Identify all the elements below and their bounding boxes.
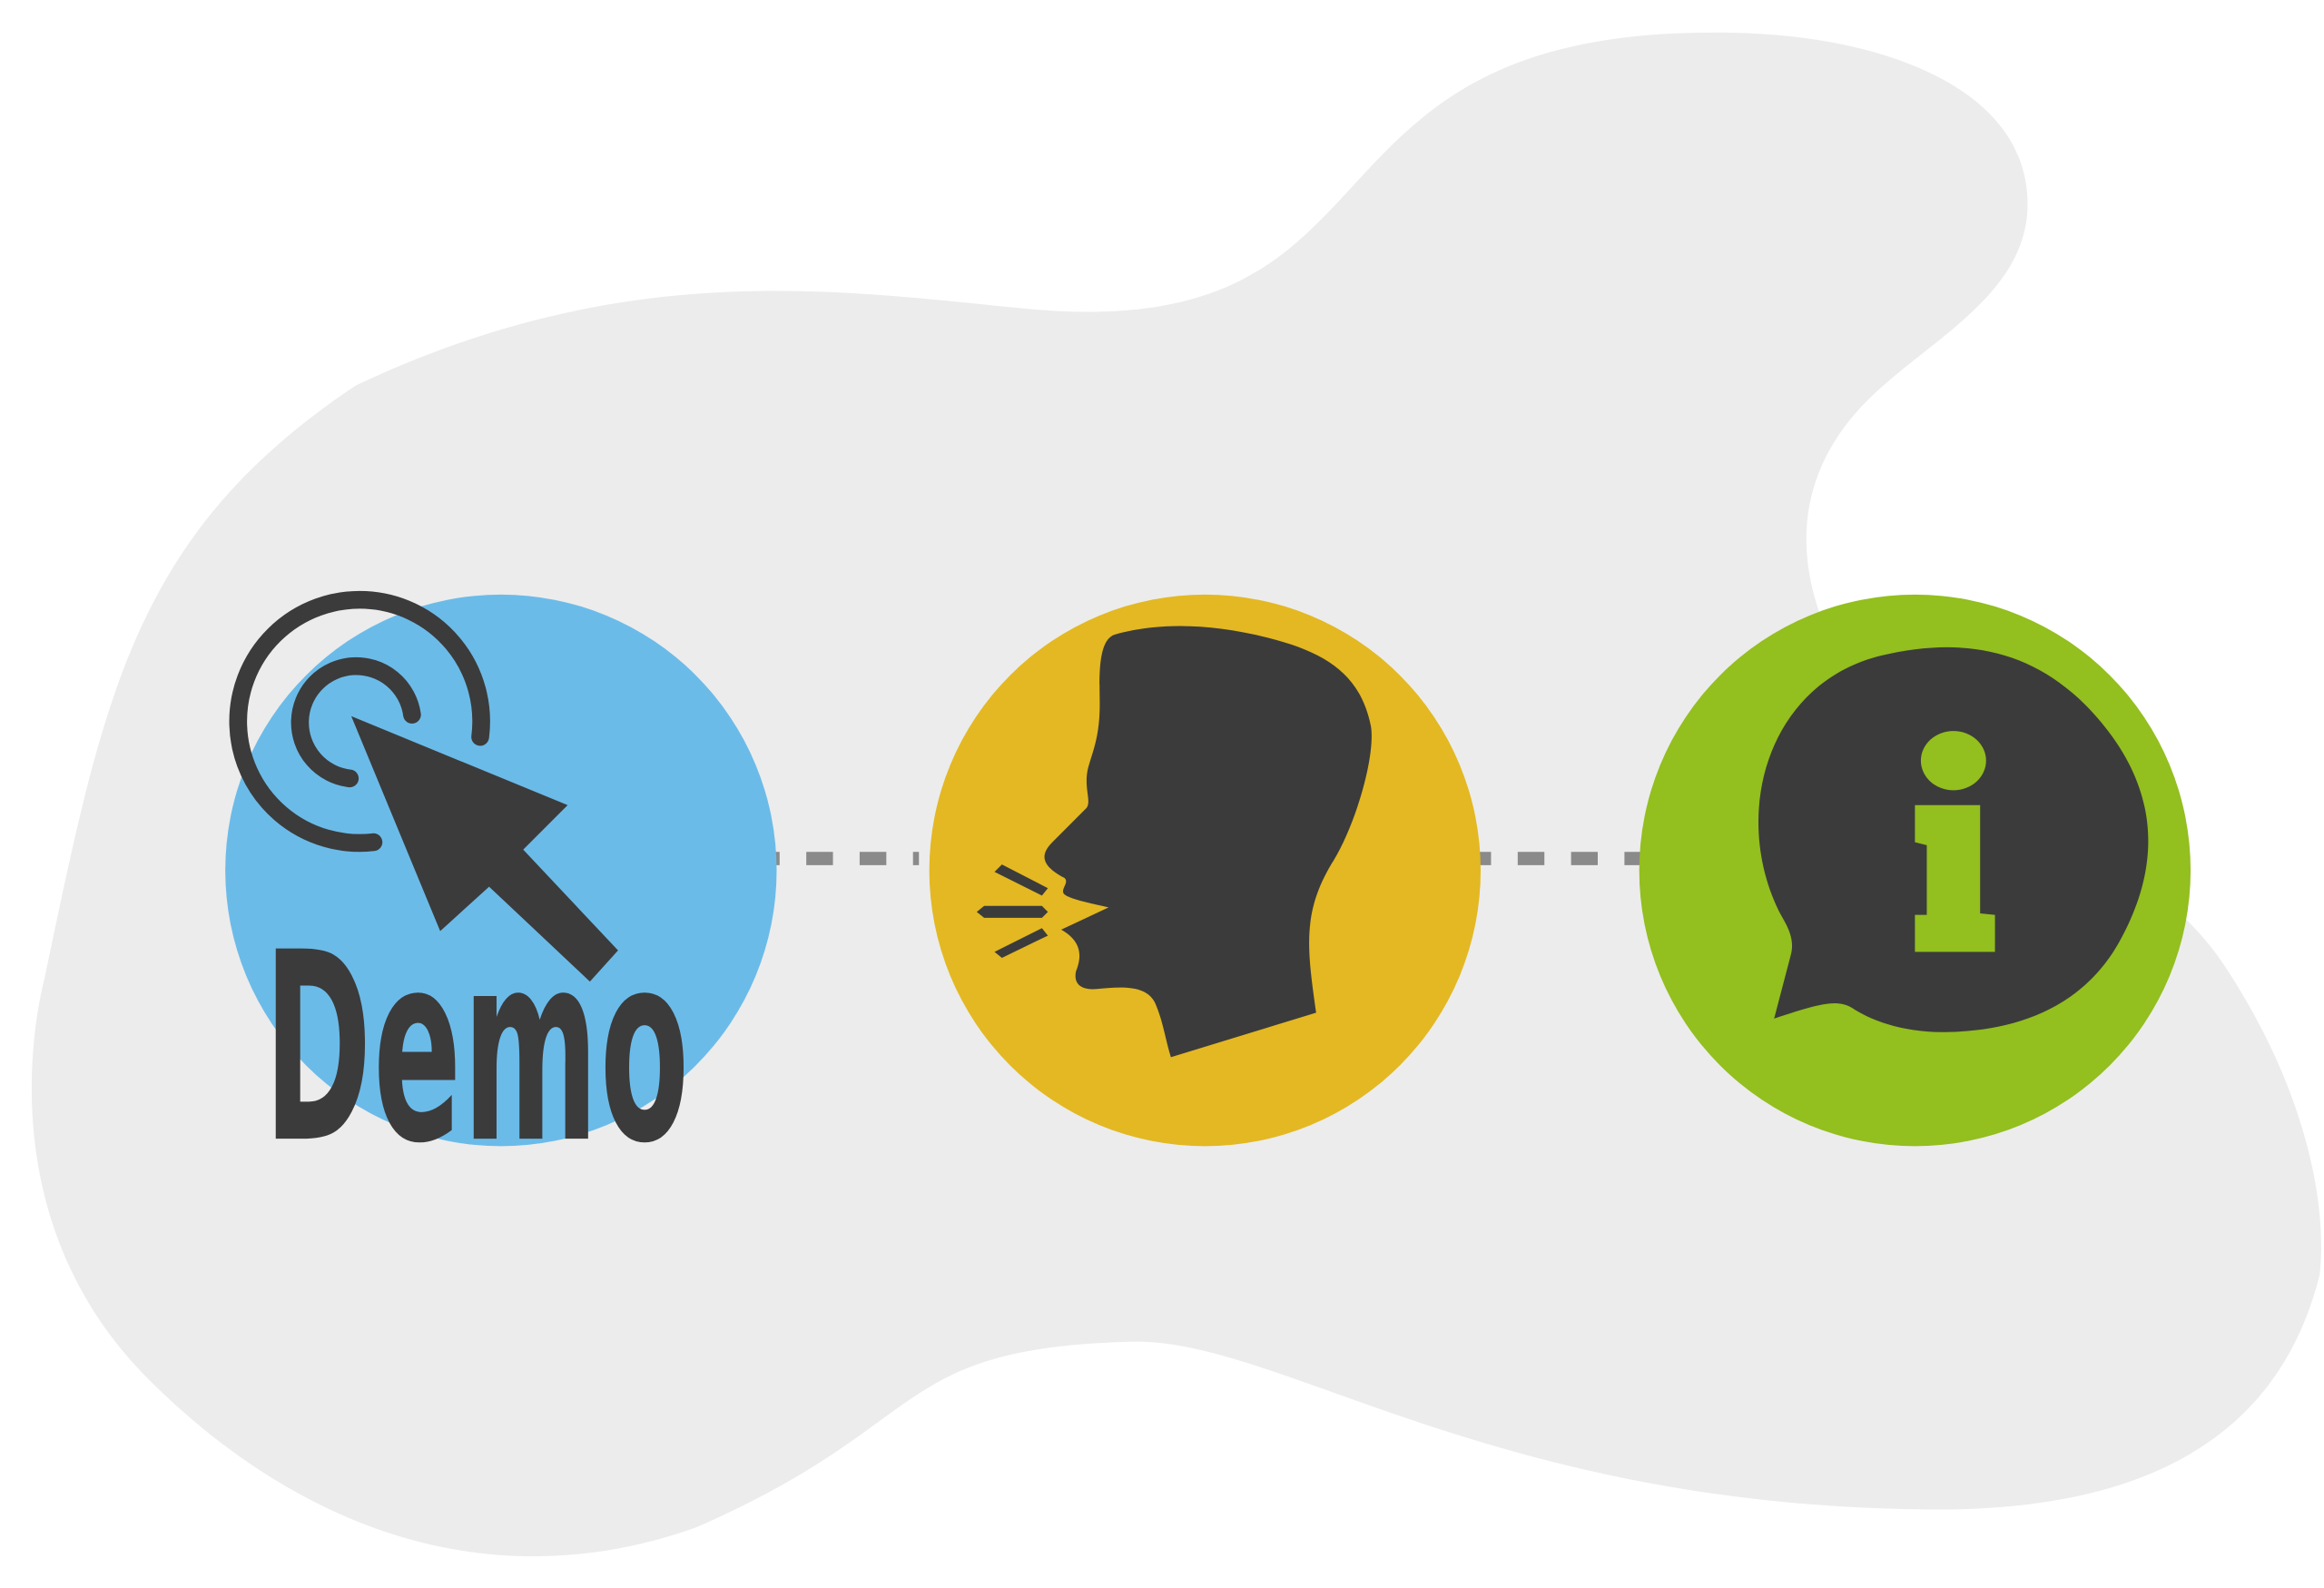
cursor-arrow-icon bbox=[350, 715, 618, 982]
speaking-head-icon bbox=[1044, 626, 1372, 1058]
step-1-label: Demo bbox=[264, 896, 691, 1200]
info-i-glyph bbox=[1915, 731, 1995, 952]
speech-lines-icon bbox=[976, 864, 1049, 958]
click-cursor-icon bbox=[229, 590, 490, 853]
